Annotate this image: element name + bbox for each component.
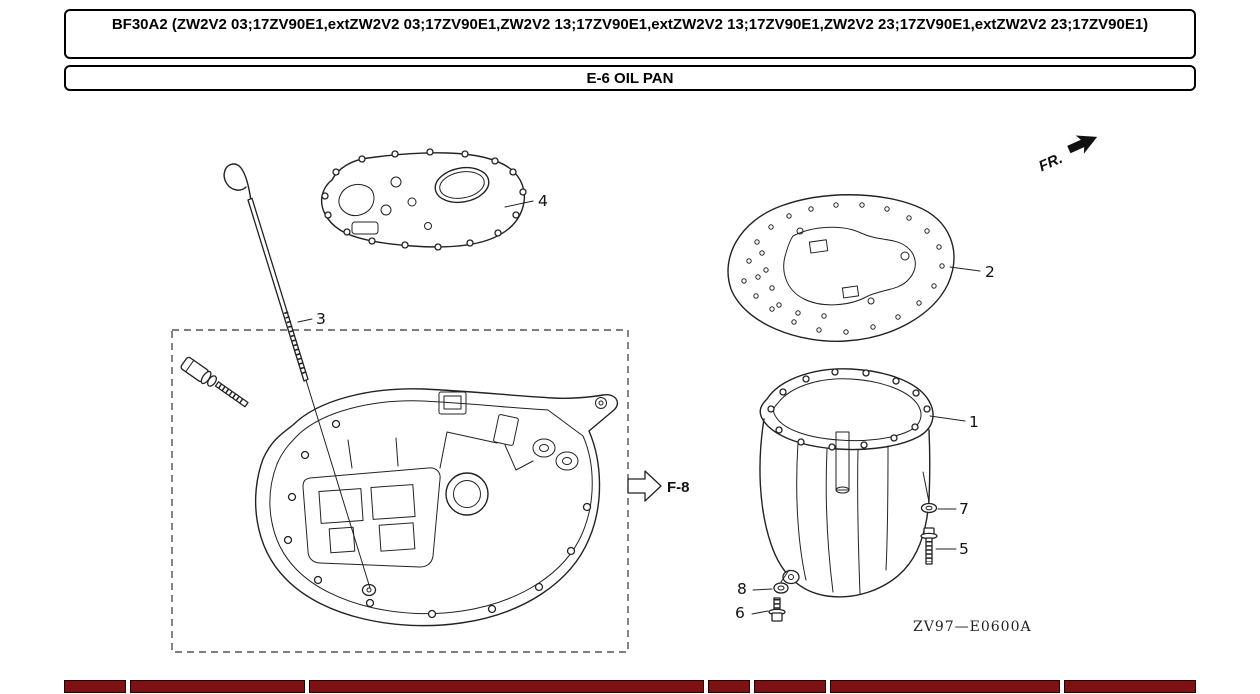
callout-6: 6: [735, 604, 745, 622]
dashed-reference-box: [171, 329, 629, 653]
model-title: BF30A2 (ZW2V2 03;17ZV90E1,extZW2V2 03;17…: [111, 16, 1149, 33]
footer-cell-4: [708, 680, 750, 693]
gasket-4: [320, 148, 534, 251]
dipstick-guide-parts: [180, 356, 249, 408]
fr-direction-arrow: FR.: [1036, 135, 1098, 175]
bolt-5: [920, 527, 957, 565]
plate-gasket-holes: [741, 202, 945, 335]
plate-gasket-2: [727, 194, 981, 342]
callout-8: 8: [737, 580, 747, 598]
fr-arrow-icon: [1067, 135, 1098, 154]
dipstick-3: [223, 163, 371, 589]
mount-case-reference: [254, 388, 619, 627]
fr-label: FR.: [1036, 150, 1065, 175]
callout-7: 7: [959, 500, 969, 518]
footer-cell-3: [309, 680, 704, 693]
footer-cell-5: [754, 680, 826, 693]
bolt-6: [751, 597, 786, 622]
oil-pan-flange-holes: [767, 368, 931, 451]
callout-5: 5: [959, 540, 969, 558]
f8-label: F-8: [667, 479, 690, 496]
callout-3: 3: [316, 310, 326, 328]
footer-cell-1: [64, 680, 126, 693]
washer-7: [920, 471, 957, 514]
model-title-box: BF30A2 (ZW2V2 03;17ZV90E1,extZW2V2 03;17…: [64, 9, 1196, 59]
f8-reference-arrow: F-8: [627, 470, 690, 502]
footer-cell-6: [830, 680, 1060, 693]
parts-table-header-row: [64, 680, 1196, 693]
section-title: E-6 OIL PAN: [586, 70, 674, 87]
washer-8: [752, 569, 790, 594]
callout-2: 2: [985, 263, 995, 281]
drawing-code: ZV97—E0600A: [913, 619, 1032, 635]
footer-cell-2: [130, 680, 305, 693]
section-title-box: E-6 OIL PAN: [64, 65, 1196, 91]
footer-cell-7: [1064, 680, 1196, 693]
callout-4: 4: [538, 192, 548, 210]
oil-pan-1: [759, 368, 966, 598]
callout-1: 1: [969, 413, 979, 431]
